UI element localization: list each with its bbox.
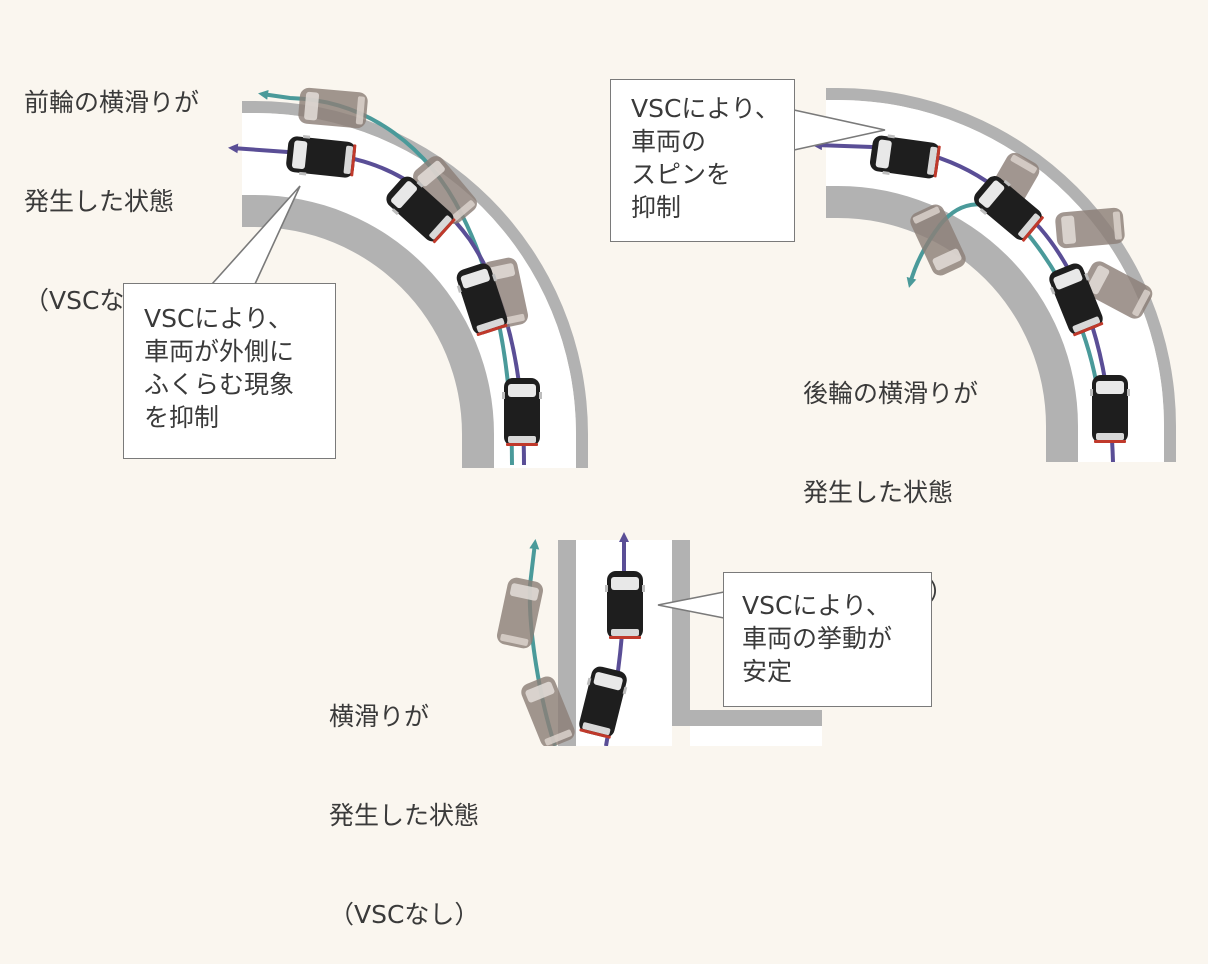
road-surface-branch — [690, 726, 822, 746]
callout-line: 車両の挙動が — [742, 624, 893, 653]
callout-pointer — [793, 109, 886, 151]
ghost-car-icon — [297, 87, 369, 129]
label-line: （VSCなし） — [329, 900, 480, 929]
road-edge-left — [558, 540, 576, 746]
car-icon — [605, 571, 645, 639]
road-surface — [242, 113, 576, 468]
front-slip-vsc-callout: VSCにより、 車両が外側に ふくらむ現象 を抑制 — [123, 283, 336, 459]
straight-slip-label: 横滑りが 発生した状態 （VSCなし） — [329, 634, 479, 964]
car-icon — [1090, 375, 1130, 443]
callout-line: VSCにより、 — [144, 304, 293, 333]
ghost-car-icon — [495, 576, 545, 650]
callout-line: 安定 — [742, 657, 793, 686]
scene-front-slip — [211, 87, 588, 468]
ghost-car-icon — [1054, 207, 1126, 249]
label-line: 発生した状態 — [24, 187, 175, 216]
scene-rear-slip — [793, 88, 1176, 463]
label-line: 横滑りが — [329, 702, 430, 731]
road-edge-bottom — [672, 710, 822, 726]
road-surface — [826, 100, 1164, 462]
label-line: 発生した状態 — [803, 478, 954, 507]
scene-straight-slip — [495, 532, 822, 746]
callout-line: ふくらむ現象 — [144, 370, 295, 399]
callout-pointer — [211, 185, 301, 285]
front-slip-label: 前輪の横滑りが 発生した状態 （VSCなし） — [24, 20, 199, 350]
callout-line: VSCにより、 — [742, 591, 891, 620]
callout-line: を抑制 — [144, 403, 220, 432]
callout-line: VSCにより、 — [631, 94, 780, 123]
callout-line: 車両が外側に — [144, 337, 295, 366]
road-edge-right — [672, 540, 690, 710]
callout-pointer — [657, 591, 725, 619]
label-line: 発生した状態 — [329, 801, 480, 830]
vsc-diagram — [211, 87, 1176, 746]
car-icon — [502, 378, 542, 446]
label-line: 後輪の横滑りが — [803, 379, 979, 408]
callout-line: スピンを — [631, 160, 732, 189]
rear-slip-vsc-callout: VSCにより、 車両の スピンを 抑制 — [610, 79, 795, 242]
label-line: 前輪の横滑りが — [24, 88, 200, 117]
callout-line: 抑制 — [631, 193, 682, 222]
callout-line: 車両の — [631, 127, 707, 156]
straight-slip-vsc-callout: VSCにより、 車両の挙動が 安定 — [723, 572, 932, 707]
